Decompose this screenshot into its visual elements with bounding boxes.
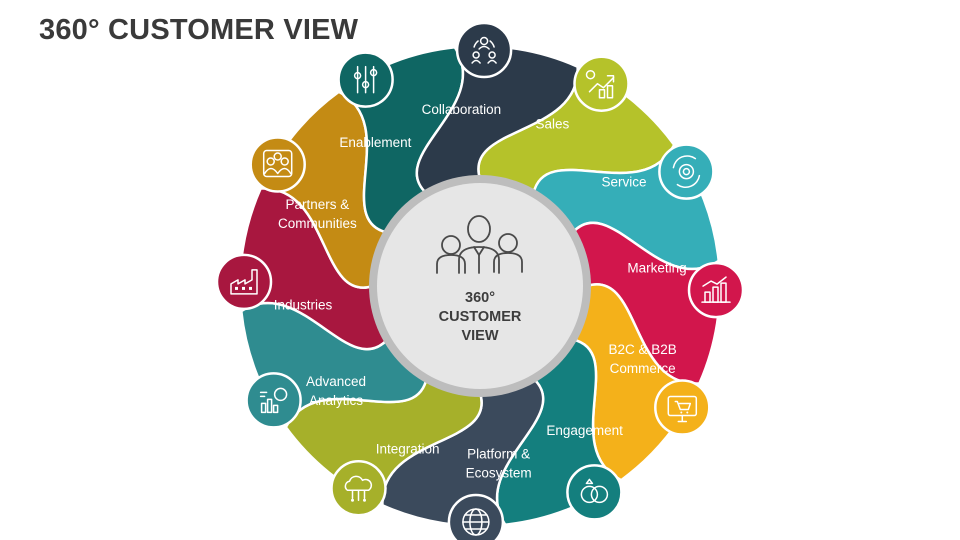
- page-title: 360° CUSTOMER VIEW: [39, 14, 359, 46]
- segment-label-advanced-analytics-line-2: Analytics: [309, 393, 363, 408]
- segment-label-engagement: Engagement: [546, 423, 623, 438]
- icon-tab-industries: [215, 253, 273, 311]
- icon-tab-engagement: [566, 464, 623, 521]
- segment-label-enablement: Enablement: [339, 135, 411, 150]
- segment-label-b2c-b2b-commerce-line-2: Commerce: [610, 361, 676, 376]
- sliders-icon: [353, 65, 378, 94]
- icon-tab-advanced-analytics: [245, 372, 302, 429]
- shopping-cart-monitor-icon: [667, 395, 698, 423]
- segment-label-platform-ecosystem-line-2: Ecosystem: [466, 466, 532, 481]
- segment-label-partners-communities-line-1: Partners &: [286, 197, 350, 212]
- hub-disc: [377, 183, 583, 389]
- icon-tab-service: [658, 143, 715, 200]
- team-collaboration-icon: [471, 36, 497, 64]
- analytics-icon: [259, 387, 288, 414]
- segment-label-collaboration: Collaboration: [422, 102, 502, 117]
- icon-tab-platform-ecosystem: [447, 493, 505, 540]
- hub-label-line-1: 360°: [465, 290, 495, 306]
- icon-tab-b2c-b2b-commerce: [654, 379, 711, 436]
- icon-tab-layer: [215, 21, 745, 540]
- segment-label-marketing: Marketing: [627, 260, 686, 275]
- segment-label-b2c-b2b-commerce-line-1: B2C & B2B: [608, 342, 676, 357]
- cloud-network-icon: [344, 475, 373, 502]
- segment-label-sales: Sales: [536, 116, 570, 131]
- segment-label-platform-ecosystem-line-1: Platform &: [467, 447, 530, 462]
- hub-label-line-2: CUSTOMER: [439, 309, 522, 325]
- segment-label-service: Service: [601, 174, 646, 189]
- icon-tab-marketing: [687, 261, 745, 319]
- segment-label-integration: Integration: [376, 442, 440, 457]
- icon-tab-integration: [330, 460, 387, 517]
- segment-label-advanced-analytics-line-1: Advanced: [306, 374, 366, 389]
- people-group-icon: [436, 215, 523, 274]
- icon-tab-partners-communities: [249, 136, 306, 193]
- segment-label-partners-communities-line-2: Communities: [278, 216, 357, 231]
- segment-label-industries: Industries: [274, 298, 333, 313]
- hub-label-line-3: VIEW: [461, 328, 498, 344]
- community-icon: [262, 149, 293, 178]
- factory-icon: [230, 269, 258, 295]
- rings-icon: [580, 478, 609, 504]
- icon-tab-sales: [573, 55, 630, 112]
- gear-cycle-icon: [672, 155, 701, 188]
- globe-icon: [462, 508, 490, 536]
- handshake-growth-icon: [585, 69, 615, 99]
- icon-tab-collaboration: [455, 21, 513, 79]
- hub: 360° CUSTOMER VIEW: [369, 175, 591, 397]
- bar-chart-growth-icon: [701, 276, 731, 303]
